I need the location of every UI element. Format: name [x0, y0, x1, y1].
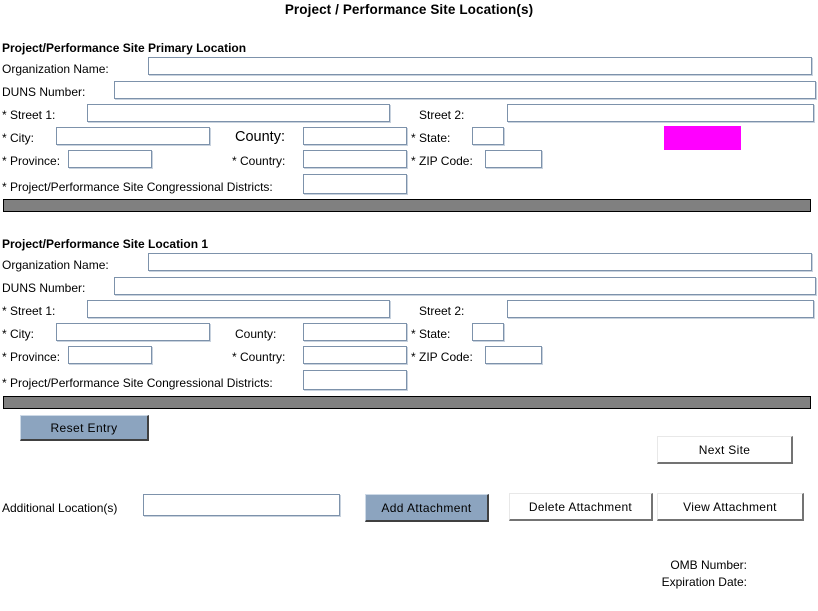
label-zip-code-location1: * ZIP Code: — [411, 350, 473, 364]
add-attachment-button[interactable]: Add Attachment — [365, 494, 489, 522]
label-province-primary: * Province: — [2, 154, 61, 168]
next-site-button[interactable]: Next Site — [657, 436, 793, 464]
delete-attachment-button[interactable]: Delete Attachment — [509, 493, 653, 521]
input-state-location1[interactable] — [472, 323, 504, 341]
section-heading-primary-location: Project/Performance Site Primary Locatio… — [2, 41, 247, 55]
label-congressional-districts-location1: * Project/Performance Site Congressional… — [2, 376, 273, 390]
input-country-location1[interactable] — [303, 346, 407, 364]
label-country-primary: * Country: — [232, 154, 286, 168]
input-province-location1[interactable] — [68, 346, 152, 364]
label-street1-primary: * Street 1: — [2, 108, 56, 122]
input-county-location1[interactable] — [303, 323, 407, 341]
label-state-location1: * State: — [411, 327, 451, 341]
input-street1-location1[interactable] — [87, 300, 390, 318]
section-separator-bar-1 — [3, 199, 811, 212]
input-duns-number-primary[interactable] — [114, 81, 816, 99]
view-attachment-button[interactable]: View Attachment — [657, 493, 804, 521]
input-city-location1[interactable] — [56, 323, 210, 341]
expiration-date-label: Expiration Date: — [661, 575, 747, 589]
page-title: Project / Performance Site Location(s) — [284, 2, 534, 17]
input-zip-code-location1[interactable] — [485, 346, 542, 364]
label-county-location1: County: — [235, 327, 277, 341]
input-organization-name-primary[interactable] — [148, 57, 812, 75]
input-city-primary[interactable] — [56, 127, 210, 145]
omb-number-label: OMB Number: — [670, 558, 747, 572]
input-congressional-districts-primary[interactable] — [303, 174, 407, 194]
label-county-primary: County: — [235, 129, 285, 145]
label-state-primary: * State: — [411, 131, 451, 145]
label-country-location1: * Country: — [232, 350, 286, 364]
input-duns-number-location1[interactable] — [114, 277, 816, 295]
input-county-primary[interactable] — [303, 127, 407, 145]
label-duns-number-location1: DUNS Number: — [2, 281, 86, 295]
label-zip-code-primary: * ZIP Code: — [411, 154, 473, 168]
label-organization-name-primary: Organization Name: — [2, 62, 109, 76]
input-street1-primary[interactable] — [87, 104, 390, 122]
section-separator-bar-2 — [3, 396, 811, 409]
reset-entry-button[interactable]: Reset Entry — [20, 415, 149, 441]
label-street2-primary: Street 2: — [419, 108, 465, 122]
label-duns-number-primary: DUNS Number: — [2, 85, 86, 99]
label-organization-name-location1: Organization Name: — [2, 258, 109, 272]
input-congressional-districts-location1[interactable] — [303, 370, 407, 390]
input-province-primary[interactable] — [68, 150, 152, 168]
section-heading-location-1: Project/Performance Site Location 1 — [2, 237, 209, 251]
input-state-primary[interactable] — [472, 127, 504, 145]
input-zip-code-primary[interactable] — [485, 150, 542, 168]
input-street2-primary[interactable] — [507, 104, 814, 122]
label-street2-location1: Street 2: — [419, 304, 465, 318]
input-additional-locations[interactable] — [143, 494, 340, 516]
label-city-location1: * City: — [2, 327, 35, 341]
highlight-block-magenta — [664, 126, 741, 150]
input-street2-location1[interactable] — [507, 300, 814, 318]
label-congressional-districts-primary: * Project/Performance Site Congressional… — [2, 180, 273, 194]
label-city-primary: * City: — [2, 131, 35, 145]
input-country-primary[interactable] — [303, 150, 407, 168]
input-organization-name-location1[interactable] — [148, 253, 812, 271]
label-additional-locations: Additional Location(s) — [2, 501, 118, 515]
label-street1-location1: * Street 1: — [2, 304, 56, 318]
label-province-location1: * Province: — [2, 350, 61, 364]
